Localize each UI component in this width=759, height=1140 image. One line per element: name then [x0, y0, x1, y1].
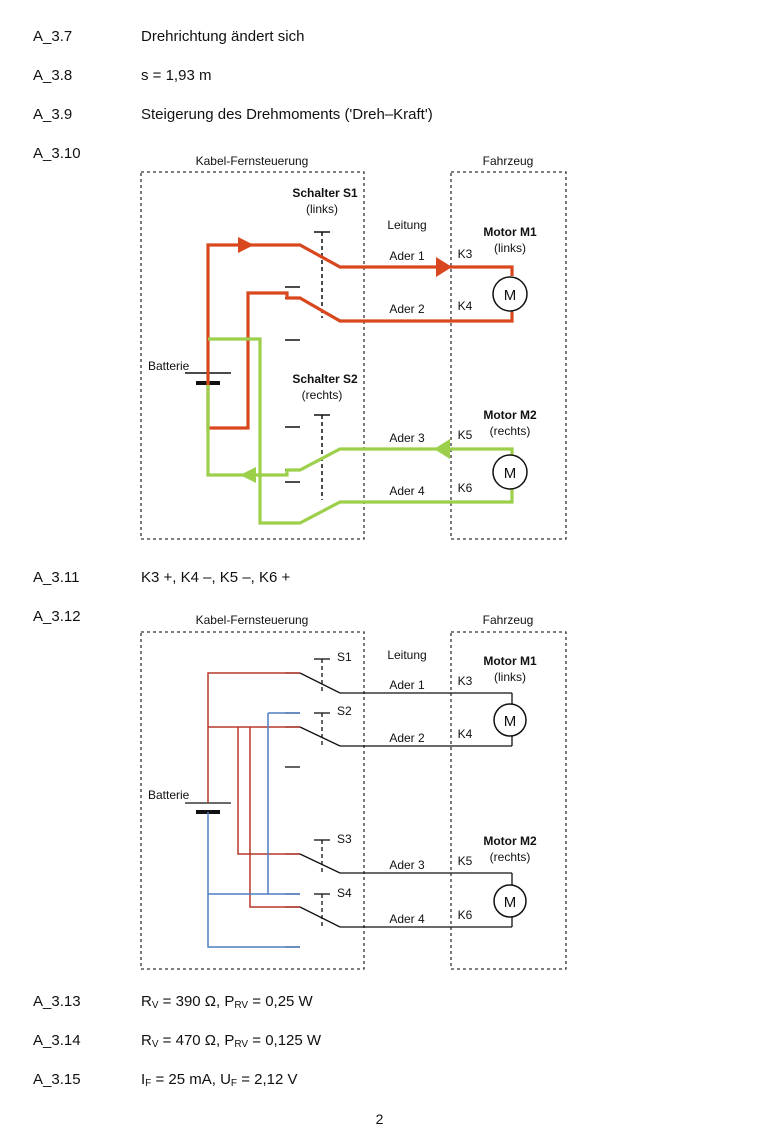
- motor-m2-icon: [492, 454, 528, 490]
- motor-m1-label: Motor M1: [483, 654, 537, 668]
- ader-3-label: Ader 3: [389, 858, 425, 872]
- switch-s2-sub: (rechts): [302, 388, 343, 402]
- answer-text: Steigerung des Drehmoments ('Dreh–Kraft'…: [141, 106, 433, 123]
- answer-text: s = 1,93 m: [141, 67, 212, 84]
- motor-m1-sub: (links): [494, 670, 526, 684]
- formula-led: IF = 25 mA, UF = 2,12 V: [141, 1071, 298, 1089]
- negative-wiring: [207, 712, 300, 948]
- terminal-k5-label: K5: [458, 428, 473, 442]
- current-path-motor-2: [206, 337, 514, 525]
- switch-s2-label: S2: [337, 704, 352, 718]
- motor-m2-icon: [493, 884, 527, 918]
- motor-m2-label: Motor M2: [483, 408, 537, 422]
- switch-s3-label: S3: [337, 832, 352, 846]
- formula-rv-470: RV = 470 Ω, PRV = 0,125 W: [141, 1032, 322, 1050]
- terminal-k6-label: K6: [458, 908, 473, 922]
- remote-box: [140, 171, 365, 540]
- arrow-icon: [434, 439, 450, 459]
- motor-m2-label: Motor M2: [483, 834, 537, 848]
- answer-id: A_3.15: [33, 1071, 81, 1088]
- circuit-diagram-2: Kabel-Fernsteuerung Fahrzeug Leitung S1 …: [140, 613, 567, 970]
- vehicle-box: [450, 631, 567, 970]
- terminal-k3-label: K3: [458, 247, 473, 261]
- positive-wiring: [207, 672, 300, 908]
- ader-1-label: Ader 1: [389, 678, 425, 692]
- battery-label: Batterie: [148, 359, 190, 373]
- answer-id: A_3.13: [33, 993, 81, 1010]
- answer-id: A_3.7: [33, 28, 73, 45]
- switch-s1-sub: (links): [306, 202, 338, 216]
- switch-s1-label: Schalter S1: [292, 186, 358, 200]
- motor-m1-icon: [493, 703, 527, 737]
- ader-4-label: Ader 4: [389, 484, 425, 498]
- terminal-k3-label: K3: [458, 674, 473, 688]
- answer-id: A_3.11: [33, 569, 80, 586]
- motor-symbol: M: [504, 287, 517, 304]
- answer-id: A_3.10: [33, 145, 81, 162]
- current-path-motor-1: [206, 243, 514, 430]
- motor-symbol: M: [504, 894, 517, 911]
- answer-id: A_3.9: [33, 106, 73, 123]
- ader-3-label: Ader 3: [389, 431, 425, 445]
- terminal-k5-label: K5: [458, 854, 473, 868]
- terminal-k4-label: K4: [458, 299, 473, 313]
- vehicle-box: [450, 171, 567, 540]
- terminal-k4-label: K4: [458, 727, 473, 741]
- motor-m1-icon: [492, 276, 528, 312]
- page-number: 2: [375, 1111, 384, 1127]
- answer-id: A_3.8: [33, 67, 73, 84]
- switch-s2-label: Schalter S2: [292, 372, 358, 386]
- switch-s1-label: S1: [337, 650, 352, 664]
- leitung-label: Leitung: [387, 648, 426, 662]
- switch-s4-label: S4: [337, 886, 352, 900]
- box-label-vehicle: Fahrzeug: [483, 613, 534, 627]
- motor-symbol: M: [504, 713, 517, 730]
- answer-text: K3 +, K4 –, K5 –, K6 +: [141, 569, 291, 586]
- terminal-k6-label: K6: [458, 481, 473, 495]
- battery-label: Batterie: [148, 788, 190, 802]
- ader-1-label: Ader 1: [389, 249, 425, 263]
- box-label-remote: Kabel-Fernsteuerung: [196, 613, 309, 627]
- leitung-label: Leitung: [387, 218, 426, 232]
- arrow-icon: [436, 257, 452, 277]
- motor-m2-sub: (rechts): [490, 850, 531, 864]
- circuit-diagram-1: Kabel-Fernsteuerung Fahrzeug Schalter S1…: [140, 154, 567, 540]
- motor-m1-label: Motor M1: [483, 225, 537, 239]
- motor-m2-sub: (rechts): [490, 424, 531, 438]
- formula-rv-390: RV = 390 Ω, PRV = 0,25 W: [141, 993, 313, 1011]
- answer-id: A_3.14: [33, 1032, 81, 1049]
- box-label-remote: Kabel-Fernsteuerung: [196, 154, 309, 168]
- arrow-icon: [238, 237, 254, 253]
- ader-2-label: Ader 2: [389, 731, 425, 745]
- arrow-icon: [240, 467, 256, 483]
- ader-4-label: Ader 4: [389, 912, 425, 926]
- answer-text: Drehrichtung ändert sich: [141, 28, 305, 45]
- remote-box: [140, 631, 365, 970]
- motor-symbol: M: [504, 465, 517, 482]
- motor-m1-sub: (links): [494, 241, 526, 255]
- ader-2-label: Ader 2: [389, 302, 425, 316]
- answer-id: A_3.12: [33, 608, 81, 625]
- box-label-vehicle: Fahrzeug: [483, 154, 534, 168]
